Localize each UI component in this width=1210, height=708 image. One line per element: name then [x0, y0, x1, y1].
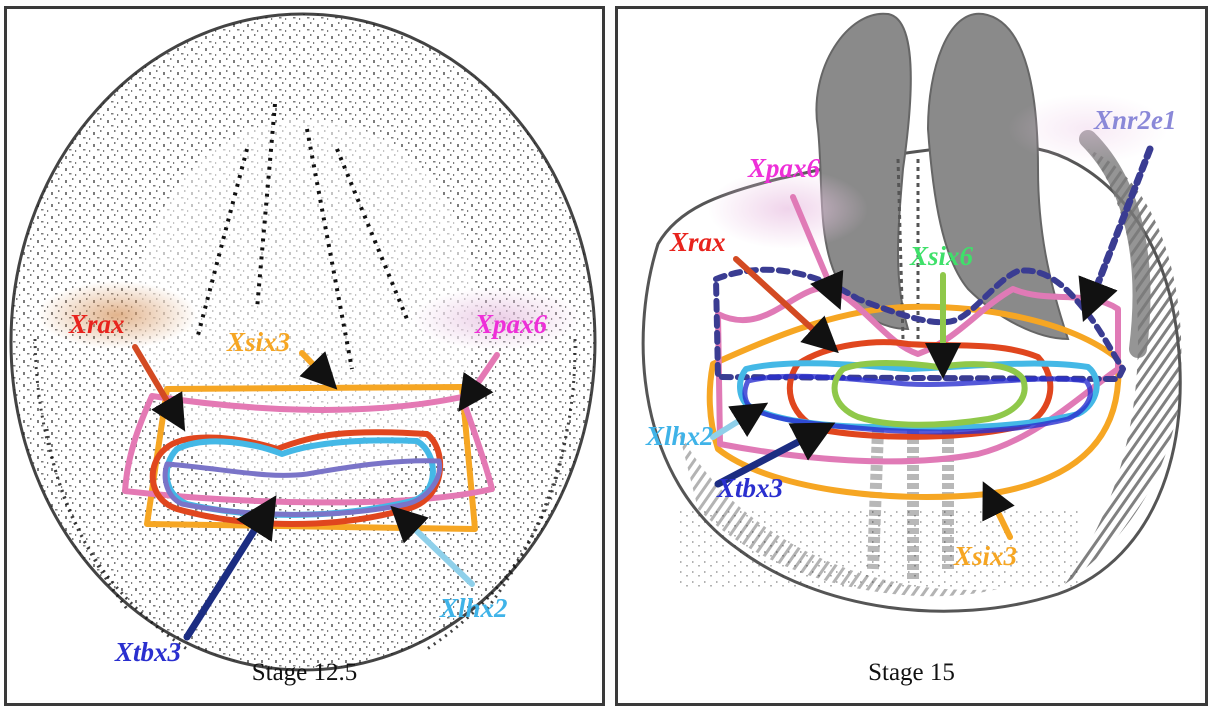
panel-stage-12-5: Xrax Xsix3 Xpax6 Xtbx3 Xlhx2 Stage 12.5: [4, 6, 605, 706]
label-xsix3: Xsix3: [954, 541, 1017, 572]
label-xpax6: Xpax6: [748, 153, 820, 184]
label-xlhx2: Xlhx2: [440, 593, 508, 624]
panel-stage-15: Xpax6 Xnr2e1 Xrax Xsix6 Xlhx2 Xtbx3 Xsix…: [615, 6, 1208, 706]
label-xsix6: Xsix6: [910, 241, 973, 272]
label-xrax: Xrax: [670, 227, 726, 258]
label-xlhx2: Xlhx2: [646, 421, 714, 452]
label-xpax6: Xpax6: [475, 309, 547, 340]
stage-label: Stage 12.5: [7, 659, 602, 687]
stage-label: Stage 15: [618, 659, 1205, 687]
label-xnr2e1: Xnr2e1: [1094, 105, 1177, 136]
embryo-diagram-stage-12-5: [7, 9, 602, 703]
label-xrax: Xrax: [69, 309, 125, 340]
label-xsix3: Xsix3: [227, 327, 290, 358]
label-xtbx3: Xtbx3: [717, 473, 783, 504]
